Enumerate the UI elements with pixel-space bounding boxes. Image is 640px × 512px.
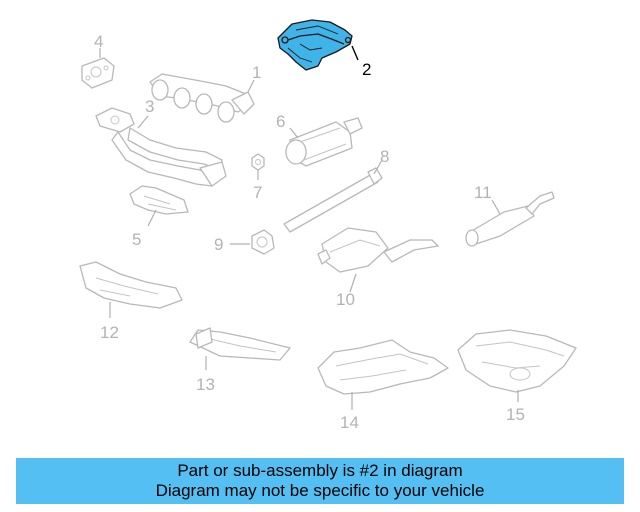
callout-11: 11 — [474, 183, 492, 202]
banner-line-2: Diagram may not be specific to your vehi… — [155, 481, 485, 500]
callout-6: 6 — [276, 112, 285, 131]
callout-7: 7 — [253, 183, 262, 202]
part-5-bracket — [129, 185, 189, 215]
callout-1: 1 — [252, 63, 261, 82]
callout-3: 3 — [145, 97, 154, 116]
exhaust-parts-diagram: 2 4 1 3 6 7 — [79, 19, 577, 432]
part-4-gasket — [81, 57, 115, 89]
part-1-manifold — [149, 73, 255, 123]
part-8-intermediate-pipe — [283, 167, 383, 233]
callout-15: 15 — [506, 405, 525, 424]
callout-14: 14 — [340, 413, 359, 432]
callout-8: 8 — [380, 147, 389, 166]
part-11-rear-muffler — [465, 191, 555, 247]
banner-line-1: Part or sub-assembly is #2 in diagram — [177, 461, 463, 480]
part-7-nut — [251, 153, 265, 171]
callout-4: 4 — [94, 32, 103, 51]
part-12-heat-shield — [79, 261, 183, 309]
part-14-heat-shield — [317, 339, 449, 395]
callout-2: 2 — [362, 60, 371, 79]
part-9-clamp — [251, 229, 275, 255]
callout-9: 9 — [214, 235, 223, 254]
callout-10: 10 — [336, 290, 355, 309]
callout-5: 5 — [132, 230, 141, 249]
part-6-catalytic-converter — [285, 117, 363, 167]
part-10-center-muffler — [317, 227, 439, 273]
callout-13: 13 — [196, 375, 215, 394]
part-13-heat-shield — [189, 327, 291, 361]
callout-12: 12 — [100, 323, 119, 342]
part-3-front-pipe — [95, 107, 227, 187]
info-banner: Part or sub-assembly is #2 in diagram Di… — [16, 458, 624, 504]
part-2-heat-shield[interactable] — [277, 19, 353, 71]
part-15-heat-shield — [457, 329, 577, 393]
